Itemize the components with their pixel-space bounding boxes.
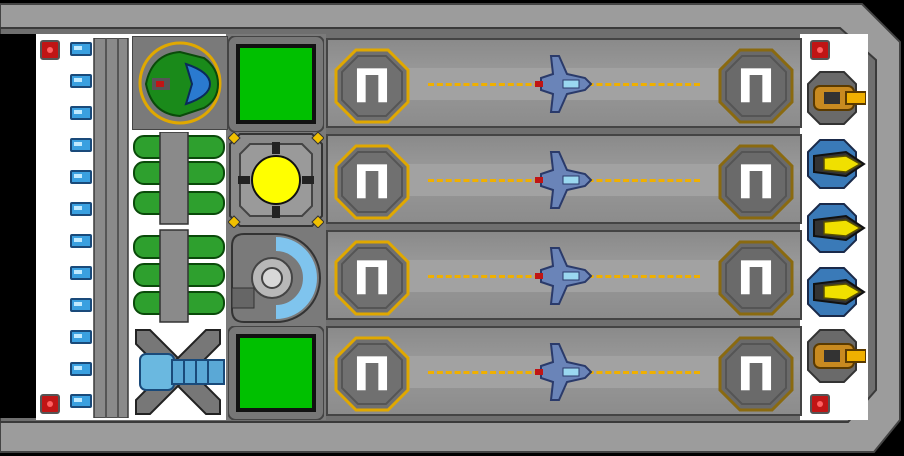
- pad-glyph: Π: [352, 155, 392, 209]
- battery-cell-icon: [70, 42, 92, 56]
- battery-cell-icon: [70, 202, 92, 216]
- green-module-top: [228, 36, 324, 132]
- battery-cell-icon: [70, 170, 92, 184]
- cockpit-module: cockpit: [132, 36, 228, 130]
- hangar-lane: Π Π: [326, 230, 802, 320]
- fighter-ship-icon: [533, 150, 593, 210]
- landing-pad-icon: Π: [718, 240, 794, 316]
- gold-cannon-turret-icon: [806, 70, 867, 125]
- thruster-module: [135, 329, 225, 415]
- conduit-column: [93, 38, 129, 418]
- warning-cap-icon: [40, 394, 60, 414]
- battery-cell-icon: [70, 234, 92, 248]
- pad-glyph: Π: [736, 251, 776, 305]
- battery-cell-icon: [70, 362, 92, 376]
- gold-cannon-turret-icon: [806, 328, 867, 383]
- landing-pad-icon: Π: [718, 336, 794, 412]
- laser-turret-icon: [806, 264, 866, 317]
- landing-pad-icon: Π: [718, 144, 794, 220]
- battery-cell-icon: [70, 74, 92, 88]
- pad-glyph: Π: [736, 347, 776, 401]
- fighter-ship-icon: [533, 342, 593, 402]
- pad-glyph: Π: [736, 59, 776, 113]
- landing-pad-icon: Π: [718, 48, 794, 124]
- hangar-lane: Π Π: [326, 134, 802, 224]
- battery-cell-icon: [70, 138, 92, 152]
- fighter-ship-icon: [533, 54, 593, 114]
- battery-cell-icon: [70, 106, 92, 120]
- hangar-lane: Π Π: [326, 326, 802, 416]
- launch-pad-icon: Π: [334, 48, 410, 124]
- power-core-module: [228, 132, 324, 228]
- pad-glyph: Π: [352, 347, 392, 401]
- pad-glyph: Π: [352, 251, 392, 305]
- shield-generator-module: [231, 233, 321, 323]
- green-module-bottom: [228, 326, 324, 420]
- warning-cap-icon: [40, 40, 60, 60]
- hangar-lane: Π Π: [326, 38, 802, 128]
- laser-turret-icon: [806, 136, 866, 189]
- battery-cell-icon: [70, 330, 92, 344]
- laser-turret-icon: [806, 200, 866, 253]
- launch-pad-icon: Π: [334, 240, 410, 316]
- battery-cell-icon: [70, 394, 92, 408]
- warning-cap-icon: [810, 40, 830, 60]
- fuel-tank-module: [133, 132, 225, 323]
- pad-glyph: Π: [352, 59, 392, 113]
- launch-pad-icon: Π: [334, 336, 410, 412]
- battery-cell-icon: [70, 298, 92, 312]
- battery-cell-icon: [70, 266, 92, 280]
- pad-glyph: Π: [736, 155, 776, 209]
- warning-cap-icon: [810, 394, 830, 414]
- launch-pad-icon: Π: [334, 144, 410, 220]
- fighter-ship-icon: [533, 246, 593, 306]
